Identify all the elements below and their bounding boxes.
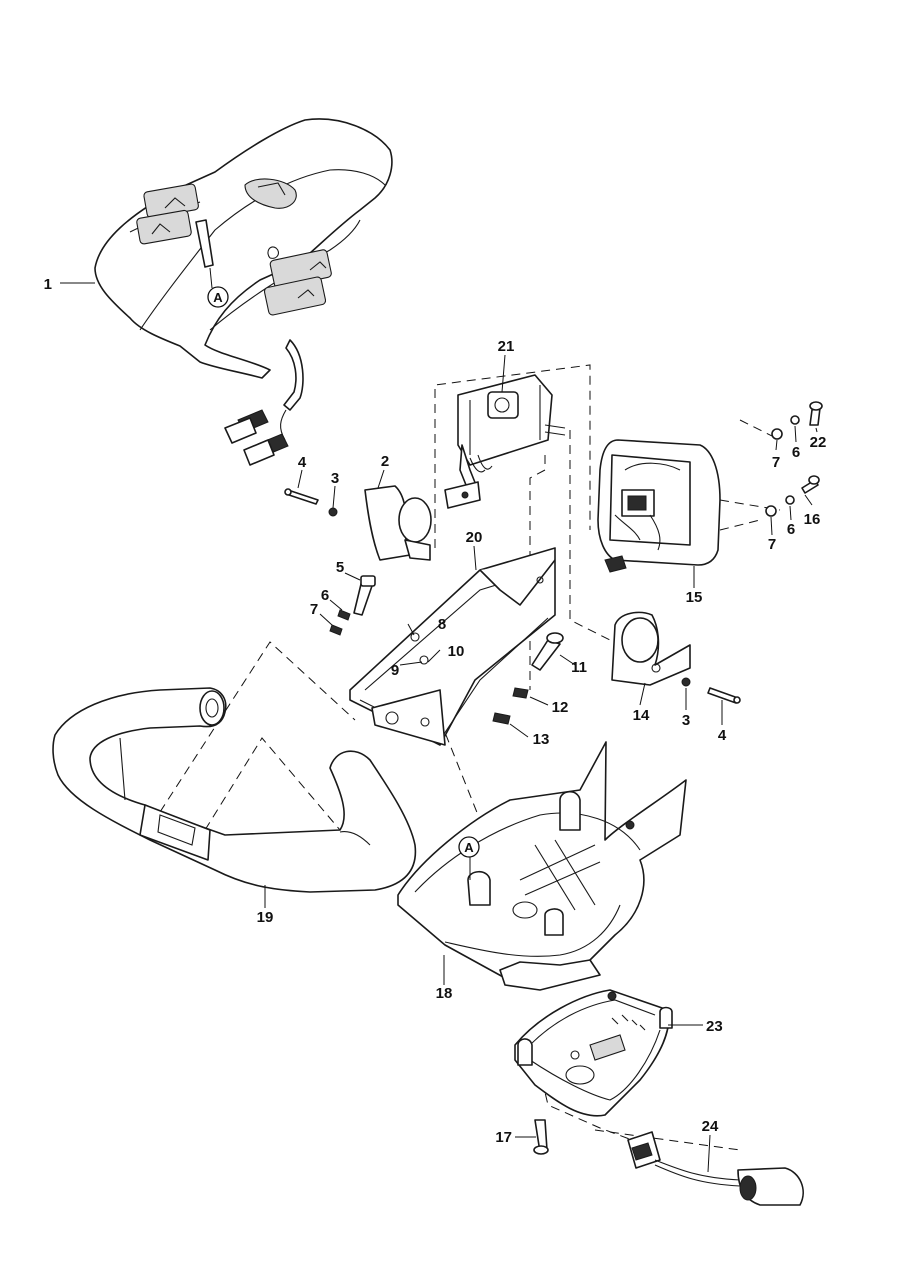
part-1-upper-cover bbox=[94, 118, 393, 466]
callout-6-top-right: 6 bbox=[792, 444, 800, 461]
callout-9: 9 bbox=[391, 662, 399, 679]
leader-lines bbox=[60, 267, 818, 1173]
callout-23: 23 bbox=[706, 1018, 723, 1035]
callout-7: 7 bbox=[310, 601, 318, 618]
part-24-harness bbox=[627, 1131, 804, 1206]
callout-24: 24 bbox=[702, 1118, 719, 1135]
part-22-screw bbox=[809, 401, 823, 426]
callout-6: 6 bbox=[321, 587, 329, 604]
callout-18: 18 bbox=[436, 985, 453, 1002]
part-11-bolt bbox=[531, 632, 564, 671]
part-5-bolt bbox=[353, 575, 376, 616]
callout-7-right: 7 bbox=[768, 536, 776, 553]
callout-11: 11 bbox=[571, 659, 587, 676]
part-20-center-bracket bbox=[349, 547, 556, 746]
part-4-screw-left bbox=[284, 488, 319, 505]
part-15-display-unit bbox=[597, 439, 721, 573]
part-7-nut-left bbox=[329, 624, 343, 636]
part-6-washer-left bbox=[337, 609, 351, 621]
callout-15: 15 bbox=[686, 589, 703, 606]
callout-5: 5 bbox=[336, 559, 344, 576]
callout-4-right: 4 bbox=[718, 727, 727, 744]
callout-17: 17 bbox=[495, 1129, 512, 1146]
svg-text:A: A bbox=[213, 290, 223, 305]
callout-19: 19 bbox=[257, 909, 274, 926]
callout-22: 22 bbox=[810, 434, 827, 451]
callout-3: 3 bbox=[331, 470, 339, 487]
part-12-spacer bbox=[512, 687, 529, 699]
part-3-washer-right bbox=[681, 677, 691, 687]
callout-21: 21 bbox=[498, 338, 515, 355]
part-18-lower-housing bbox=[397, 741, 687, 991]
callout-6-right: 6 bbox=[787, 521, 795, 538]
callout-7-top-right: 7 bbox=[772, 454, 780, 471]
callout-1: 1 bbox=[44, 276, 52, 293]
callout-14: 14 bbox=[633, 707, 650, 724]
callout-13: 13 bbox=[533, 731, 550, 748]
part-13-spacer bbox=[492, 712, 511, 725]
part-21-switch-bracket bbox=[444, 374, 566, 509]
callout-16: 16 bbox=[804, 511, 821, 528]
callout-20: 20 bbox=[466, 529, 483, 546]
reference-a-upper: A bbox=[207, 286, 229, 308]
part-23-bottom-tray bbox=[514, 989, 673, 1117]
part-16-screw bbox=[801, 475, 820, 494]
part-7-nut-top-right bbox=[771, 428, 783, 440]
part-19-handlebar bbox=[52, 687, 417, 893]
part-6-washer-top-right bbox=[790, 415, 800, 425]
callout-4: 4 bbox=[298, 454, 307, 471]
part-7-nut-right bbox=[765, 505, 777, 517]
callout-2: 2 bbox=[381, 453, 389, 470]
part-17-screw bbox=[533, 1119, 549, 1155]
part-6-washer-right bbox=[785, 495, 795, 505]
part-2-left-knob bbox=[364, 485, 432, 561]
svg-text:A: A bbox=[464, 840, 474, 855]
callout-10: 10 bbox=[448, 643, 465, 660]
part-3-washer-left bbox=[328, 507, 338, 517]
part-4-screw-right bbox=[707, 687, 741, 704]
part-14-right-knob bbox=[611, 611, 691, 686]
callout-3-right: 3 bbox=[682, 712, 690, 729]
callout-labels: 1 2 3 4 5 6 7 8 9 10 11 12 13 14 3 4 15 … bbox=[44, 276, 827, 1146]
callout-12: 12 bbox=[552, 699, 569, 716]
reference-a-lower: A bbox=[458, 836, 480, 858]
callout-8: 8 bbox=[438, 616, 446, 633]
